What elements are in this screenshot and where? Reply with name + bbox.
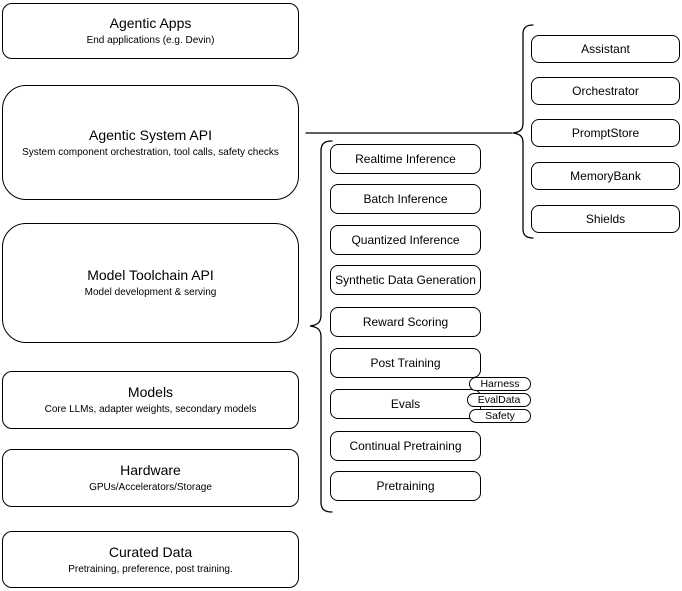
node-subtitle: GPUs/Accelerators/Storage bbox=[89, 482, 212, 493]
node-synthetic-data-generation: Synthetic Data Generation bbox=[330, 265, 481, 295]
node-agentic-apps: Agentic Apps End applications (e.g. Devi… bbox=[2, 3, 299, 59]
node-curated-data: Curated Data Pretraining, preference, po… bbox=[2, 531, 299, 588]
node-orchestrator: Orchestrator bbox=[531, 77, 680, 105]
node-realtime-inference: Realtime Inference bbox=[330, 144, 481, 174]
node-continual-pretraining: Continual Pretraining bbox=[330, 431, 481, 461]
brace-system-components bbox=[512, 24, 534, 239]
node-agentic-system-api: Agentic System API System component orch… bbox=[2, 85, 299, 200]
node-subtitle: End applications (e.g. Devin) bbox=[86, 35, 215, 46]
node-subtitle: Pretraining, preference, post training. bbox=[68, 563, 233, 575]
node-reward-scoring: Reward Scoring bbox=[330, 307, 481, 337]
node-title: Curated Data bbox=[108, 543, 193, 560]
node-evals: Evals bbox=[330, 389, 481, 419]
node-pretraining: Pretraining bbox=[330, 471, 481, 501]
pill-safety: Safety bbox=[469, 409, 531, 423]
pill-harness: Harness bbox=[469, 377, 531, 391]
node-promptstore: PromptStore bbox=[531, 119, 680, 147]
node-subtitle: Core LLMs, adapter weights, secondary mo… bbox=[44, 404, 257, 415]
node-assistant: Assistant bbox=[531, 35, 680, 63]
node-batch-inference: Batch Inference bbox=[330, 184, 481, 214]
pill-evaldata: EvalData bbox=[467, 393, 531, 407]
node-hardware: Hardware GPUs/Accelerators/Storage bbox=[2, 449, 299, 507]
node-shields: Shields bbox=[531, 205, 680, 233]
node-models: Models Core LLMs, adapter weights, secon… bbox=[2, 371, 299, 429]
node-title: Hardware bbox=[120, 462, 181, 478]
node-title: Agentic System API bbox=[89, 126, 212, 143]
node-title: Agentic Apps bbox=[109, 15, 192, 31]
brace-toolchain-capabilities bbox=[309, 140, 333, 513]
node-model-toolchain-api: Model Toolchain API Model development & … bbox=[2, 223, 299, 343]
node-memorybank: MemoryBank bbox=[531, 162, 680, 190]
node-subtitle: Model development & serving bbox=[84, 287, 217, 298]
node-title: Models bbox=[127, 384, 174, 400]
node-quantized-inference: Quantized Inference bbox=[330, 225, 481, 255]
node-post-training: Post Training bbox=[330, 348, 481, 378]
node-subtitle: System component orchestration, tool cal… bbox=[22, 146, 279, 158]
node-title: Model Toolchain API bbox=[87, 267, 214, 283]
